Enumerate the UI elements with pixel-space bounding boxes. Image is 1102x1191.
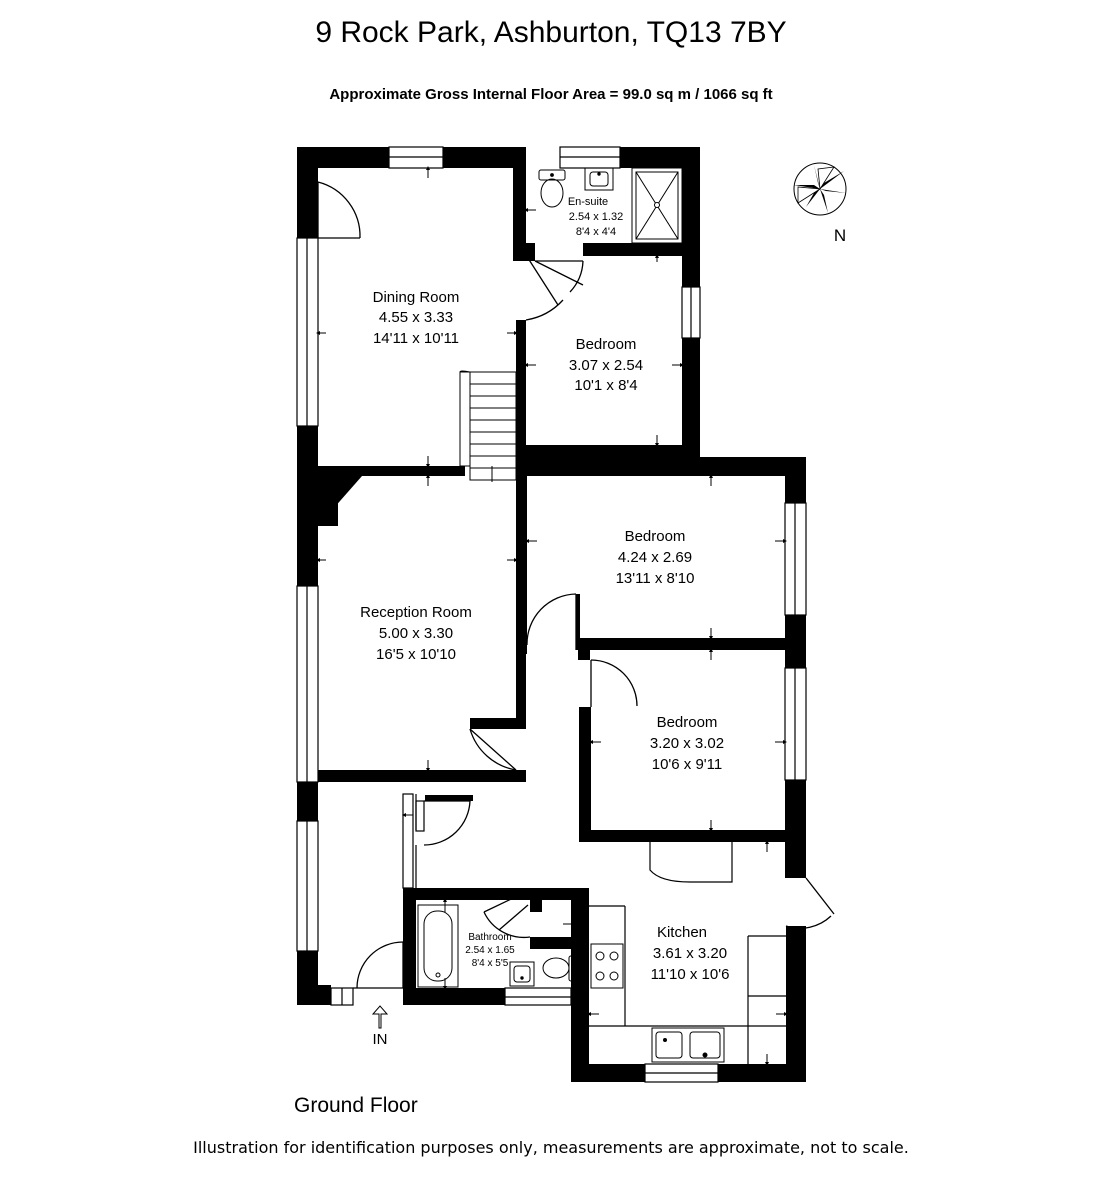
room-name: Dining Room <box>373 289 460 306</box>
sink-icon <box>651 1027 725 1063</box>
floor-label: Ground Floor <box>294 1094 418 1117</box>
room-name: Kitchen <box>657 924 707 941</box>
room-name: En-suite <box>568 196 608 208</box>
toilet-icon <box>538 169 566 208</box>
shower-icon <box>631 167 683 244</box>
room-name: Bedroom <box>576 336 637 353</box>
entrance-marker: IN <box>371 1005 389 1048</box>
room-label-bedroom-2: Bedroom 4.24 x 2.69 13'11 x 8'10 <box>616 528 695 587</box>
disclaimer-text: Illustration for identification purposes… <box>193 1138 909 1157</box>
room-name: Bedroom <box>657 714 718 731</box>
room-size-imperial: 14'11 x 10'11 <box>373 330 459 347</box>
room-size-imperial: 10'1 x 8'4 <box>574 377 637 394</box>
room-size-metric: 4.24 x 2.69 <box>618 549 692 566</box>
room-size-imperial: 13'11 x 8'10 <box>616 570 695 587</box>
walls <box>297 147 806 1082</box>
room-size-metric: 3.07 x 2.54 <box>569 357 643 374</box>
partitions <box>402 793 786 1064</box>
staircase <box>459 370 517 482</box>
floor-area-subtitle: Approximate Gross Internal Floor Area = … <box>329 86 773 103</box>
hob-icon <box>590 943 624 989</box>
room-label-dining: Dining Room 4.55 x 3.33 14'11 x 10'11 <box>373 289 460 347</box>
room-label-bedroom-3: Bedroom 3.20 x 3.02 10'6 x 9'11 <box>650 714 724 773</box>
doors <box>317 181 835 989</box>
room-label-bedroom-1: Bedroom 3.07 x 2.54 10'1 x 8'4 <box>569 336 643 394</box>
room-size-metric: 3.20 x 3.02 <box>650 735 724 752</box>
fixtures <box>417 167 725 1063</box>
room-size-imperial: 8'4 x 5'5 <box>472 958 509 969</box>
room-size-imperial: 10'6 x 9'11 <box>652 756 723 773</box>
basin-icon-2 <box>509 961 535 987</box>
basin-icon <box>584 167 614 191</box>
room-name: Bedroom <box>625 528 686 545</box>
room-size-metric: 2.54 x 1.65 <box>465 945 515 956</box>
room-label-ensuite: En-suite 2.54 x 1.32 8'4 x 4'4 <box>568 196 623 238</box>
entrance-label: IN <box>373 1031 388 1048</box>
page-title: 9 Rock Park, Ashburton, TQ13 7BY <box>315 16 787 49</box>
compass-icon <box>793 162 847 216</box>
room-label-kitchen: Kitchen 3.61 x 3.20 11'10 x 10'6 <box>651 924 730 983</box>
room-size-imperial: 11'10 x 10'6 <box>651 966 730 983</box>
room-label-bathroom: Bathroom 2.54 x 1.65 8'4 x 5'5 <box>465 932 515 969</box>
room-name: Reception Room <box>360 604 472 621</box>
room-name: Bathroom <box>468 932 511 943</box>
room-label-reception: Reception Room 5.00 x 3.30 16'5 x 10'10 <box>360 604 472 663</box>
compass-north-label: N <box>834 226 846 245</box>
room-size-metric: 5.00 x 3.30 <box>379 625 453 642</box>
entrance-arrow-icon <box>371 1005 389 1029</box>
room-size-imperial: 8'4 x 4'4 <box>576 226 616 238</box>
windows <box>296 146 807 1083</box>
toilet-icon-2 <box>542 955 580 982</box>
room-size-metric: 4.55 x 3.33 <box>379 309 453 326</box>
room-size-metric: 2.54 x 1.32 <box>569 211 623 223</box>
room-size-imperial: 16'5 x 10'10 <box>376 646 456 663</box>
dimension-arrows <box>316 166 788 1066</box>
room-size-metric: 3.61 x 3.20 <box>653 945 727 962</box>
bath-icon <box>417 904 459 988</box>
